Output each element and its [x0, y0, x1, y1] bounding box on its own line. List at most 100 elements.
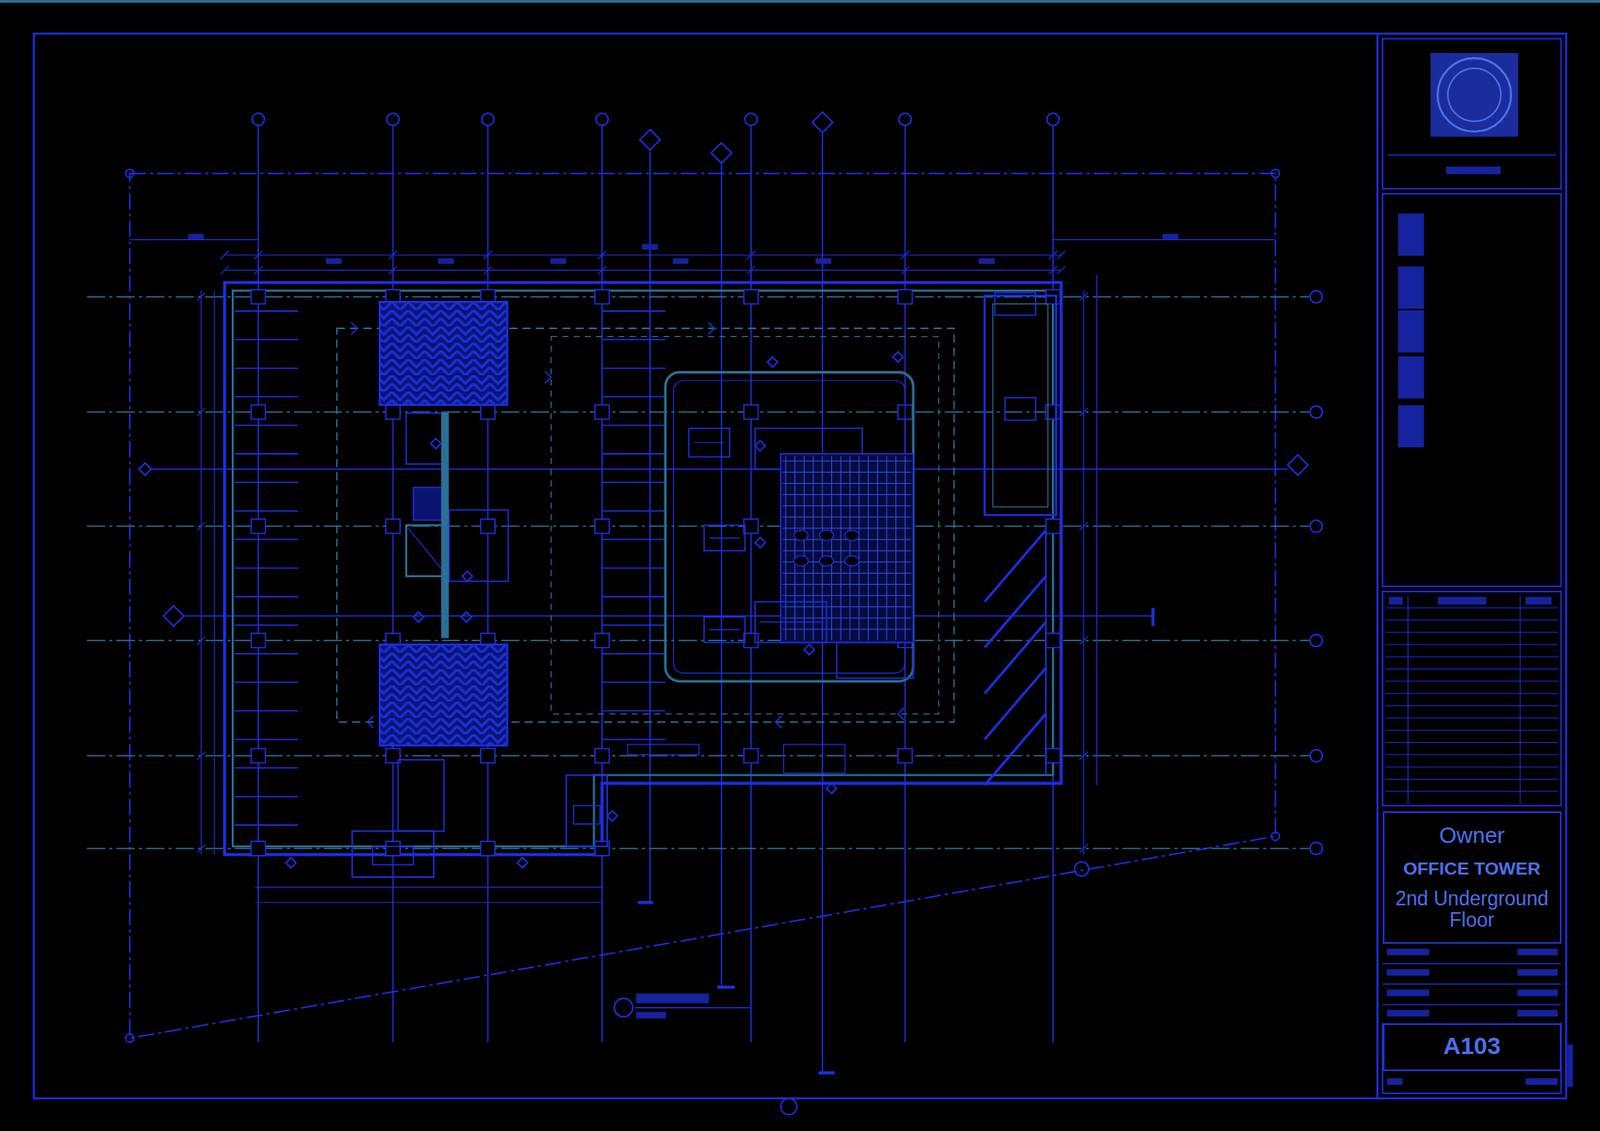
fixture	[793, 530, 809, 541]
dimension-tick	[597, 265, 607, 275]
grid-bubble	[1310, 290, 1323, 303]
dimension-mark	[1163, 234, 1178, 239]
dimension-mark	[979, 259, 994, 264]
wall	[442, 413, 449, 638]
illegible-mark	[637, 994, 709, 1004]
fixture	[844, 530, 860, 541]
drive-aisle	[550, 336, 939, 715]
section-diamond	[1287, 454, 1309, 476]
grid-bubble	[596, 112, 609, 125]
dimension-tick	[1079, 751, 1088, 761]
illegible-mark	[1526, 1079, 1558, 1085]
dimension-tick	[1056, 265, 1066, 275]
dimension-tick	[196, 407, 206, 417]
dimension-line	[213, 290, 215, 856]
traffic-arrow	[351, 322, 358, 335]
grid-bubble	[1310, 842, 1323, 855]
column	[1045, 633, 1061, 649]
section-line	[151, 468, 1288, 471]
section-line	[183, 615, 1153, 618]
stair	[406, 525, 448, 577]
tag-diamond	[462, 571, 473, 582]
grid-line	[749, 125, 752, 1043]
owner-label: Owner	[1439, 823, 1506, 849]
column	[743, 405, 759, 420]
ramp-stripe	[984, 576, 1046, 649]
section-diamond	[711, 142, 733, 164]
parking-stall	[602, 567, 666, 570]
parking-stall	[235, 453, 299, 455]
notes-panel	[1382, 194, 1562, 587]
dimension-tick	[1079, 522, 1088, 532]
stair-line	[407, 528, 445, 573]
equipment	[1004, 397, 1036, 420]
column	[480, 749, 496, 764]
parking-stall	[602, 681, 666, 684]
column	[595, 289, 610, 305]
tag-diamond	[755, 440, 766, 451]
property-corner	[125, 1034, 135, 1044]
room	[984, 295, 1057, 515]
traffic-arrow	[544, 371, 551, 384]
sheet-title: 2nd Underground Floor	[1387, 888, 1557, 933]
parking-stall	[235, 653, 299, 656]
dimension-tick	[389, 265, 398, 275]
table-rule	[1385, 619, 1559, 621]
dimension-tick	[901, 265, 910, 275]
title-rule	[1382, 984, 1562, 986]
parking-stall	[235, 710, 299, 713]
stair-tread	[782, 617, 911, 619]
parking-stall	[235, 767, 299, 770]
ramp-stripe	[984, 667, 1046, 740]
title-block-edge	[1376, 33, 1379, 1099]
wall	[1045, 530, 1047, 775]
table-rule	[1385, 767, 1559, 768]
dimension-tick	[253, 250, 263, 260]
illegible-mark	[1568, 1045, 1573, 1087]
title-rule	[1382, 963, 1562, 965]
parking-stall	[602, 710, 666, 713]
column	[385, 841, 401, 857]
section-end	[818, 1071, 835, 1075]
column	[480, 405, 496, 420]
grid-bubble	[1310, 519, 1323, 532]
illegible-mark	[1399, 406, 1424, 448]
core-wall	[665, 371, 914, 681]
sheet-edge	[0, 0, 1600, 2]
column	[595, 519, 610, 534]
column	[480, 841, 496, 857]
column	[251, 841, 266, 857]
section-diamond	[639, 129, 661, 151]
illegible-mark	[1387, 1010, 1429, 1016]
parking-stall	[235, 338, 299, 341]
grid-line	[257, 125, 260, 1043]
tag-diamond	[767, 357, 778, 368]
room	[703, 617, 745, 644]
table-rule	[1385, 730, 1559, 732]
wall	[783, 744, 845, 774]
room-rule	[693, 442, 725, 443]
column	[897, 289, 913, 305]
traffic-arrow	[708, 322, 715, 335]
dimension-line	[254, 902, 603, 904]
grid-bubble	[252, 112, 265, 125]
tag-diamond	[755, 537, 766, 549]
illegible-mark	[1387, 950, 1429, 956]
ramp	[379, 644, 508, 746]
tag-diamond	[517, 857, 528, 868]
parking-stall	[602, 596, 666, 598]
column	[1045, 519, 1061, 534]
parking-stall	[235, 625, 299, 627]
grid-line	[87, 295, 1310, 298]
column	[480, 519, 496, 534]
grid-line	[601, 125, 603, 1043]
dimension-tick	[253, 265, 263, 275]
table-rule	[1385, 717, 1559, 719]
tag-diamond	[826, 783, 838, 794]
tag-diamond	[607, 810, 618, 821]
parking-stall	[235, 395, 299, 398]
dimension-mark	[673, 259, 689, 264]
grid-bubble	[1074, 861, 1089, 877]
title-rule	[1382, 1003, 1562, 1005]
